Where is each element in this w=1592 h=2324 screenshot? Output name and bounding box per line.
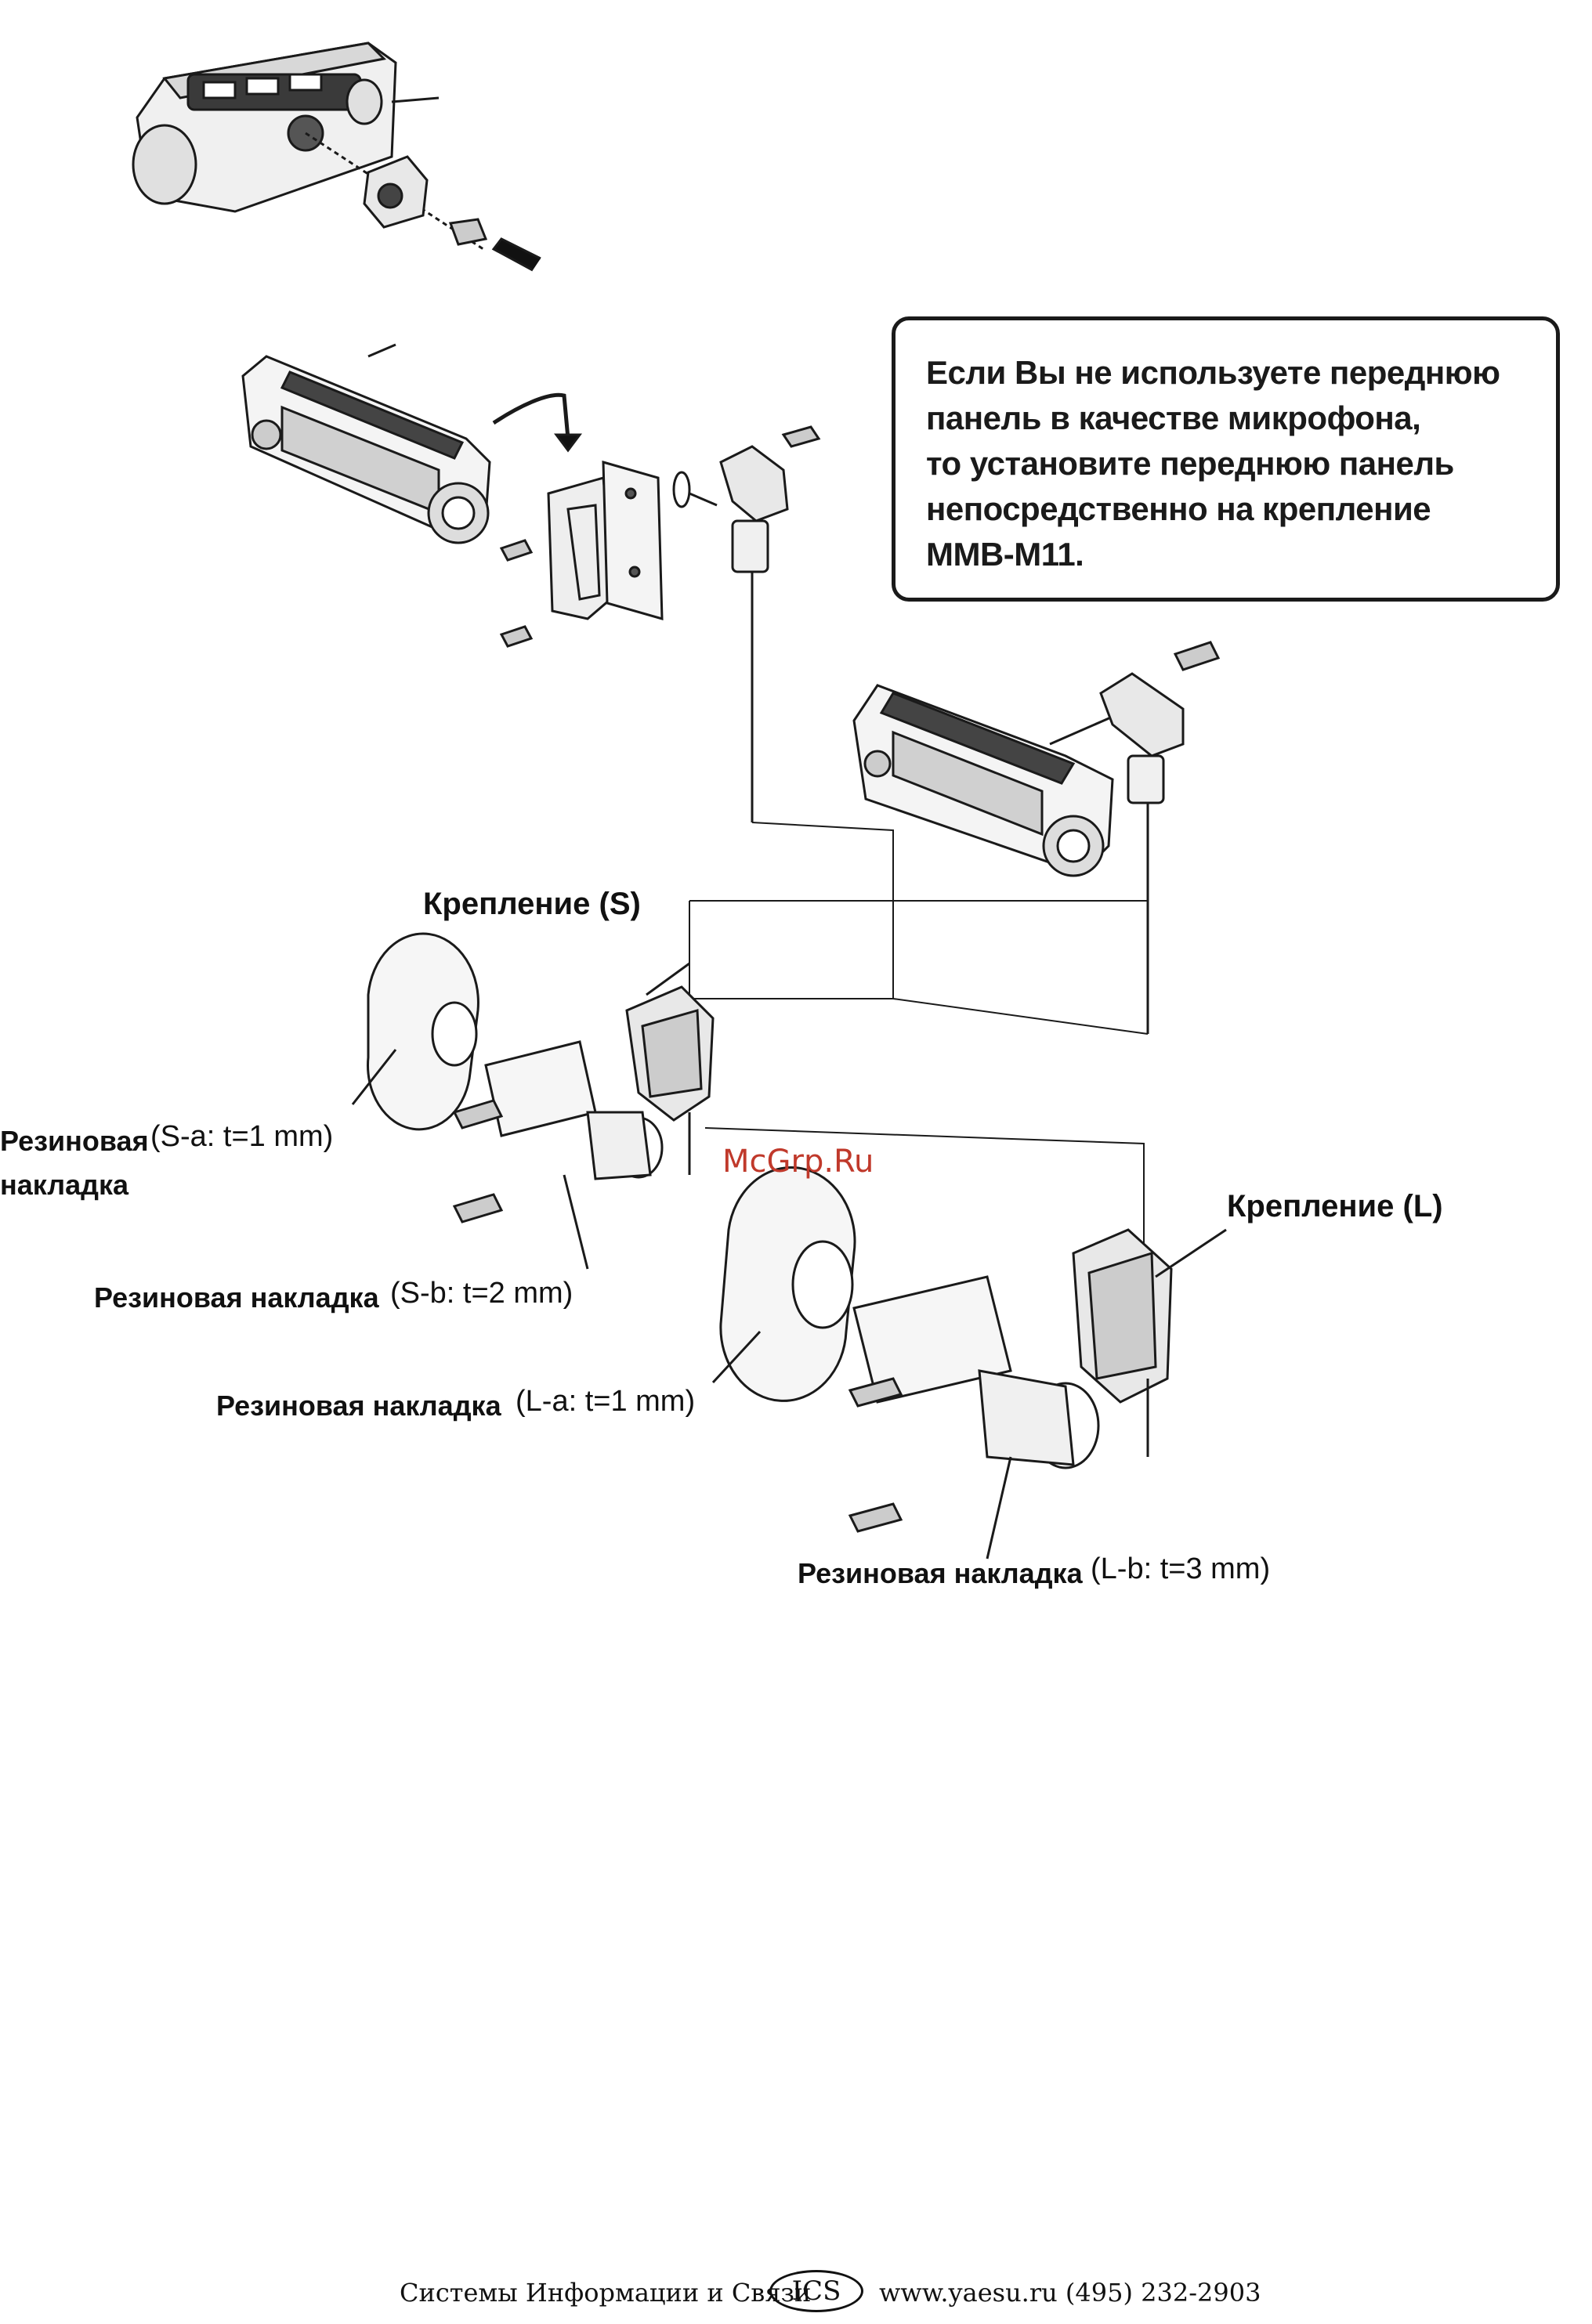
note-box — [892, 316, 1560, 602]
label-mount-l: Крепление (L) — [1227, 1189, 1443, 1223]
label-pad-sa: Резиновая — [0, 1125, 149, 1157]
mounting-plate — [602, 460, 664, 621]
footer-company: Системы Информации и Связи — [400, 2278, 812, 2308]
arrow-curve-middle — [492, 392, 570, 439]
connector-lines — [689, 822, 1149, 1245]
note-line-4: непосредственно на крепление — [926, 490, 1431, 527]
mount-s-assembly — [351, 932, 715, 1270]
label-mount-s: Крепление (S) — [423, 887, 641, 921]
label-pad-sa-spec: (S-a: t=1 mm) — [150, 1120, 334, 1153]
mount-l-assembly — [711, 1166, 1227, 1560]
label-pad-sa-line2: накладка — [0, 1169, 129, 1201]
note-line-3: то установите переднюю панель — [926, 445, 1454, 482]
footer-contact: www.yaesu.ru (495) 232-2903 — [879, 2278, 1261, 2308]
watermark: McGrp.Ru — [722, 1144, 874, 1180]
label-pad-sb-spec: (S-b: t=2 mm) — [390, 1277, 573, 1310]
label-pad-la: Резиновая накладка — [216, 1390, 501, 1422]
label-pad-sb: Резиновая накладка — [94, 1281, 379, 1314]
note-line-2: панель в качестве микрофона, — [926, 399, 1421, 436]
label-pad-la-spec: (L-a: t=1 mm) — [516, 1385, 696, 1418]
radio-front-panel-middle — [241, 343, 491, 544]
ball-joint — [719, 425, 821, 822]
ics-logo: ICS — [769, 2270, 863, 2312]
note-line-1: Если Вы не используете переднюю — [926, 354, 1500, 391]
slide-bracket — [547, 476, 617, 620]
label-pad-lb-spec: (L-b: t=3 mm) — [1091, 1552, 1271, 1585]
note-line-5: MMB-M11. — [926, 536, 1084, 573]
ball-joint-right — [1099, 641, 1221, 1034]
small-screws-middle — [499, 539, 534, 648]
screw-top — [448, 218, 541, 272]
rear-bracket-top — [363, 155, 429, 229]
label-pad-lb: Резиновая накладка — [798, 1557, 1083, 1589]
radio-front-panel-right — [852, 684, 1114, 877]
radio-front-panel-top — [132, 42, 487, 252]
